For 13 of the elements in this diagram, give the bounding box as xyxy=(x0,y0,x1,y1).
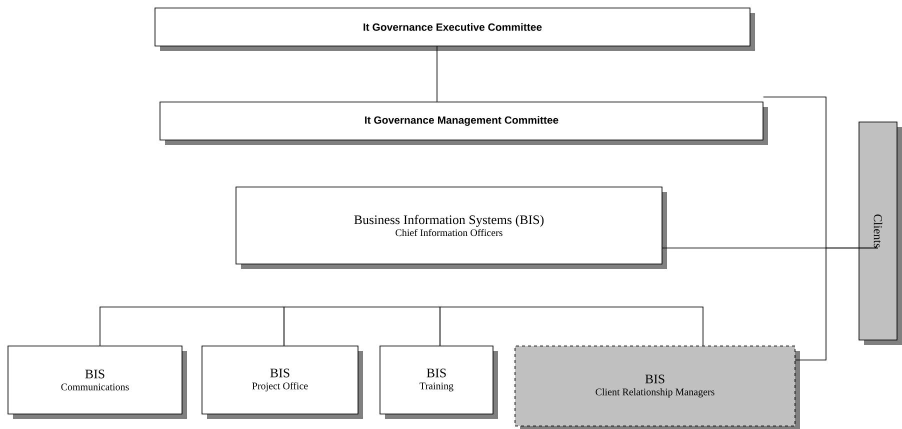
connector-line xyxy=(440,306,704,346)
unit-box: BIS Project Office xyxy=(202,346,363,419)
unit-box: BIS Training xyxy=(380,346,498,419)
department-box: Business Information Systems (BIS) Chief Information Officers xyxy=(236,186,667,269)
connector-line xyxy=(436,46,438,102)
unit-box: BIS Communications xyxy=(8,346,187,419)
connector-line xyxy=(284,306,440,346)
connector-line xyxy=(100,306,284,346)
committee-box: It Governance Management Committee xyxy=(160,102,768,145)
connector-line xyxy=(795,248,878,360)
committee-box: It Governance Executive Committee xyxy=(154,8,755,51)
clients-box: Clients xyxy=(858,122,902,345)
unit-box: BIS Client Relationship Managers xyxy=(514,346,800,429)
